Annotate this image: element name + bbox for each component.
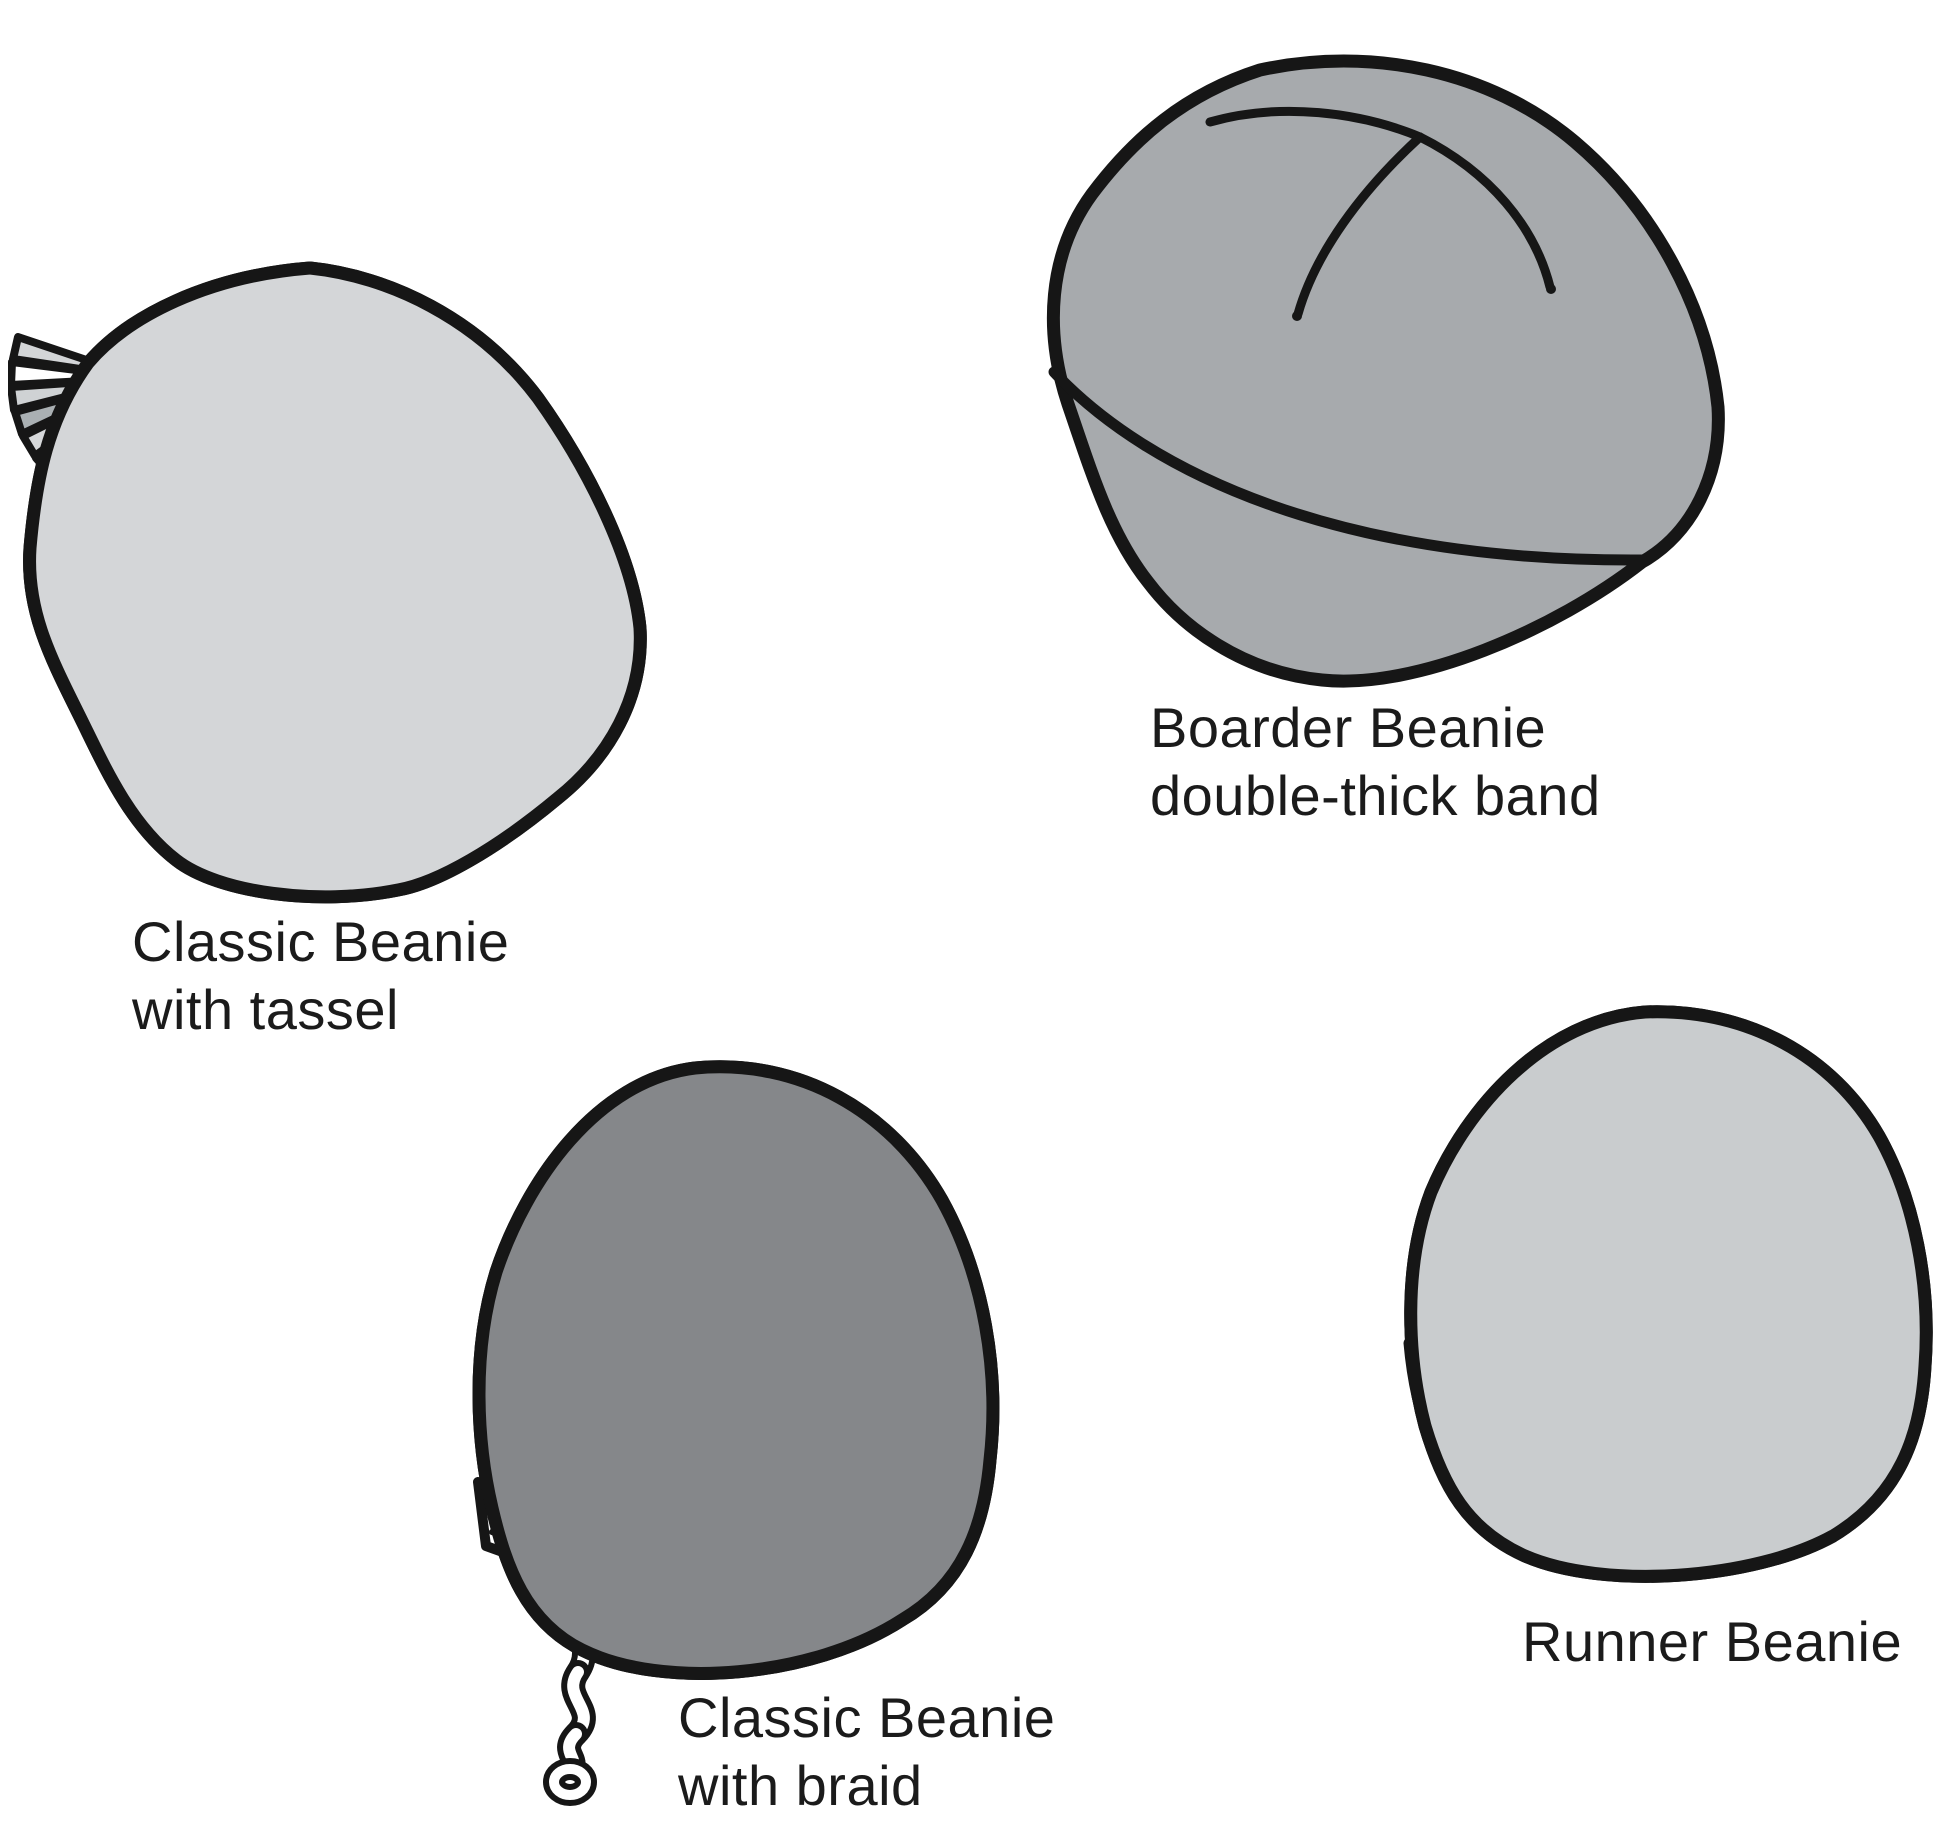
hat-classic-tassel-svg	[8, 261, 658, 908]
right-crown-seam	[1415, 132, 1555, 292]
label-classic-tassel: Classic Beanie with tassel	[132, 908, 509, 1044]
beanie-body	[1046, 54, 1725, 688]
label-line: double-thick band	[1150, 764, 1601, 827]
label-classic-braid: Classic Beanie with braid	[678, 1684, 1055, 1820]
band-fold-line	[1048, 366, 1648, 566]
beanie-outline	[1411, 1012, 1926, 1577]
seam-end-dot	[1546, 284, 1556, 294]
label-line: with braid	[678, 1754, 923, 1817]
label-line: Classic Beanie	[132, 910, 510, 973]
hat-classic-braid-svg	[430, 1050, 1020, 1806]
hat-runner-illustration	[1355, 998, 1940, 1598]
label-runner: Runner Beanie	[1522, 1608, 1902, 1676]
hat-classic-braid-illustration	[430, 1050, 1020, 1820]
label-line: Runner Beanie	[1522, 1610, 1903, 1673]
tie-end-loop	[549, 1764, 591, 1800]
label-line: with tassel	[132, 978, 399, 1041]
hat-boarder-svg	[1046, 54, 1725, 688]
hat-runner-svg	[1403, 998, 1940, 1598]
beanie-outline	[30, 268, 641, 897]
seam-end-dot	[1292, 311, 1302, 321]
hat-boarder-illustration	[1030, 42, 1730, 702]
label-line: Boarder Beanie	[1150, 696, 1547, 759]
beanie-outline	[479, 1067, 993, 1674]
left-crown-seam	[1293, 132, 1425, 319]
top-seam-line	[1205, 106, 1425, 142]
label-boarder: Boarder Beanie double-thick band	[1150, 694, 1601, 830]
label-line: Classic Beanie	[678, 1686, 1056, 1749]
hat-classic-tassel-illustration	[8, 258, 658, 908]
